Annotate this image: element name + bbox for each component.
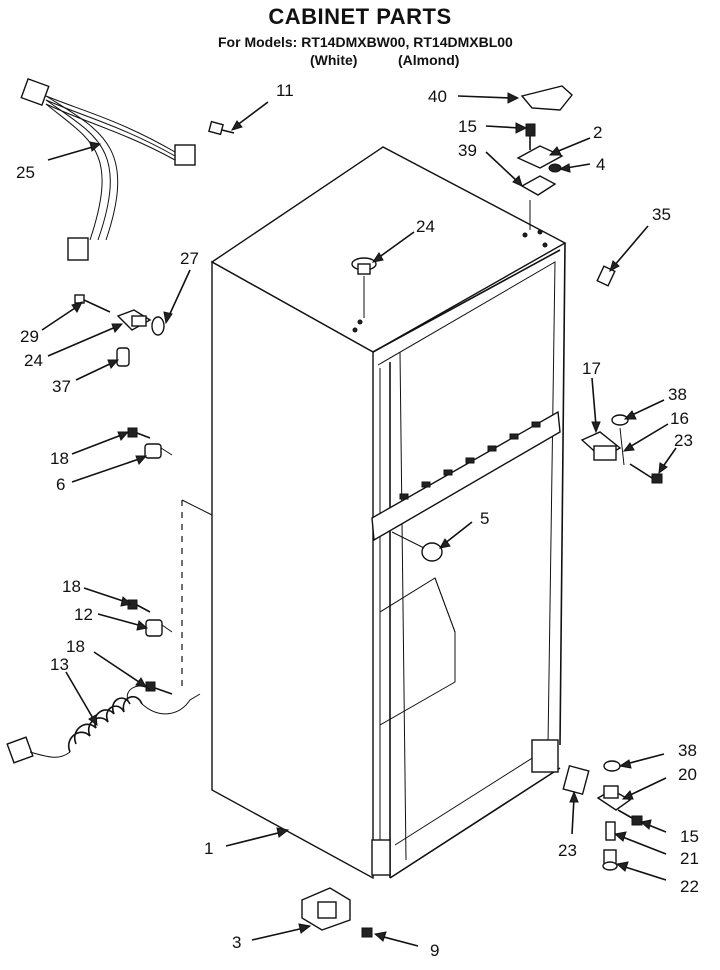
spacer-37-part — [116, 347, 130, 367]
callout-4: 4 — [596, 155, 605, 174]
top-hinge-part — [516, 145, 564, 169]
leader-lines — [41, 92, 677, 947]
washer-38-upper-part — [611, 414, 629, 426]
wire-harness-part — [20, 77, 196, 261]
callout-40: 40 — [428, 87, 447, 106]
variant-white-label: (White) — [310, 52, 358, 68]
roller-bracket-part — [301, 887, 351, 931]
callout-18-lower: 18 — [66, 637, 85, 656]
screw-9-part — [361, 927, 373, 938]
callout-21: 21 — [680, 849, 699, 868]
washer-4-part — [548, 163, 562, 173]
callout-37: 37 — [52, 377, 71, 396]
screw-18-upper-part — [127, 427, 151, 439]
washer-38-lower-part — [603, 760, 621, 772]
callout-1: 1 — [204, 839, 213, 858]
screw-18-middle-part — [127, 599, 151, 613]
callout-15-top: 15 — [458, 117, 477, 136]
callout-20: 20 — [678, 765, 697, 784]
hinge-cover-part — [520, 85, 573, 111]
screw-25-part — [629, 463, 663, 484]
callout-2: 2 — [593, 123, 602, 142]
models-line: For Models: RT14DMXBW00, RT14DMXBL00 — [218, 34, 513, 50]
cabinet-body — [210, 146, 567, 880]
screw-11-part — [208, 120, 235, 136]
variant-almond-label: (Almond) — [398, 52, 460, 68]
lower-hinge-part — [596, 785, 632, 811]
callout-15-lower: 15 — [680, 827, 699, 846]
callout-27: 24 — [416, 217, 435, 236]
page-title: CABINET PARTS — [268, 4, 452, 29]
screw-15-lower-part — [617, 809, 643, 826]
clip-12-part — [145, 619, 173, 637]
screw-15-top-part — [525, 123, 536, 150]
callout-numbers: 11 40 15 2 39 4 35 24 25 27 29 24 37 18 … — [16, 81, 699, 960]
plug-27-part — [351, 257, 377, 318]
callout-38-lower: 38 — [678, 741, 697, 760]
pin-21-part — [605, 821, 616, 841]
center-hinge-part — [580, 427, 625, 466]
callout-3: 3 — [232, 933, 241, 952]
callout-9: 9 — [430, 941, 439, 960]
screw-18-lower-part — [145, 681, 173, 695]
plug-5-part — [391, 531, 443, 562]
callout-24: 24 — [24, 351, 43, 370]
bracket-24-part — [116, 309, 152, 331]
callout-5: 5 — [480, 509, 489, 528]
callout-12: 12 — [74, 605, 93, 624]
clip-6-part — [144, 443, 173, 459]
callout-18-upper: 18 — [50, 449, 69, 468]
power-cord-part — [6, 685, 201, 764]
hinge-shim-part — [520, 175, 557, 196]
callout-13: 13 — [50, 655, 69, 674]
callout-23: 23 — [558, 841, 577, 860]
callout-18-middle: 18 — [62, 577, 81, 596]
callout-11: 11 — [276, 81, 294, 100]
callout-22: 22 — [680, 877, 699, 896]
callout-39: 39 — [458, 141, 477, 160]
callout-38-upper: 38 — [668, 385, 687, 404]
callout-35: 35 — [652, 205, 671, 224]
callout-25: 23 — [674, 431, 693, 450]
callout-33: 29 — [20, 327, 39, 346]
leg-22-part — [602, 849, 618, 871]
bracket-plate-23-part — [562, 764, 590, 796]
grommet-30-part — [151, 316, 165, 336]
callout-16: 16 — [670, 409, 689, 428]
callout-30: 27 — [180, 249, 199, 268]
callout-17: 17 — [582, 359, 601, 378]
callout-29: 25 — [16, 163, 35, 182]
callout-6: 6 — [56, 475, 65, 494]
